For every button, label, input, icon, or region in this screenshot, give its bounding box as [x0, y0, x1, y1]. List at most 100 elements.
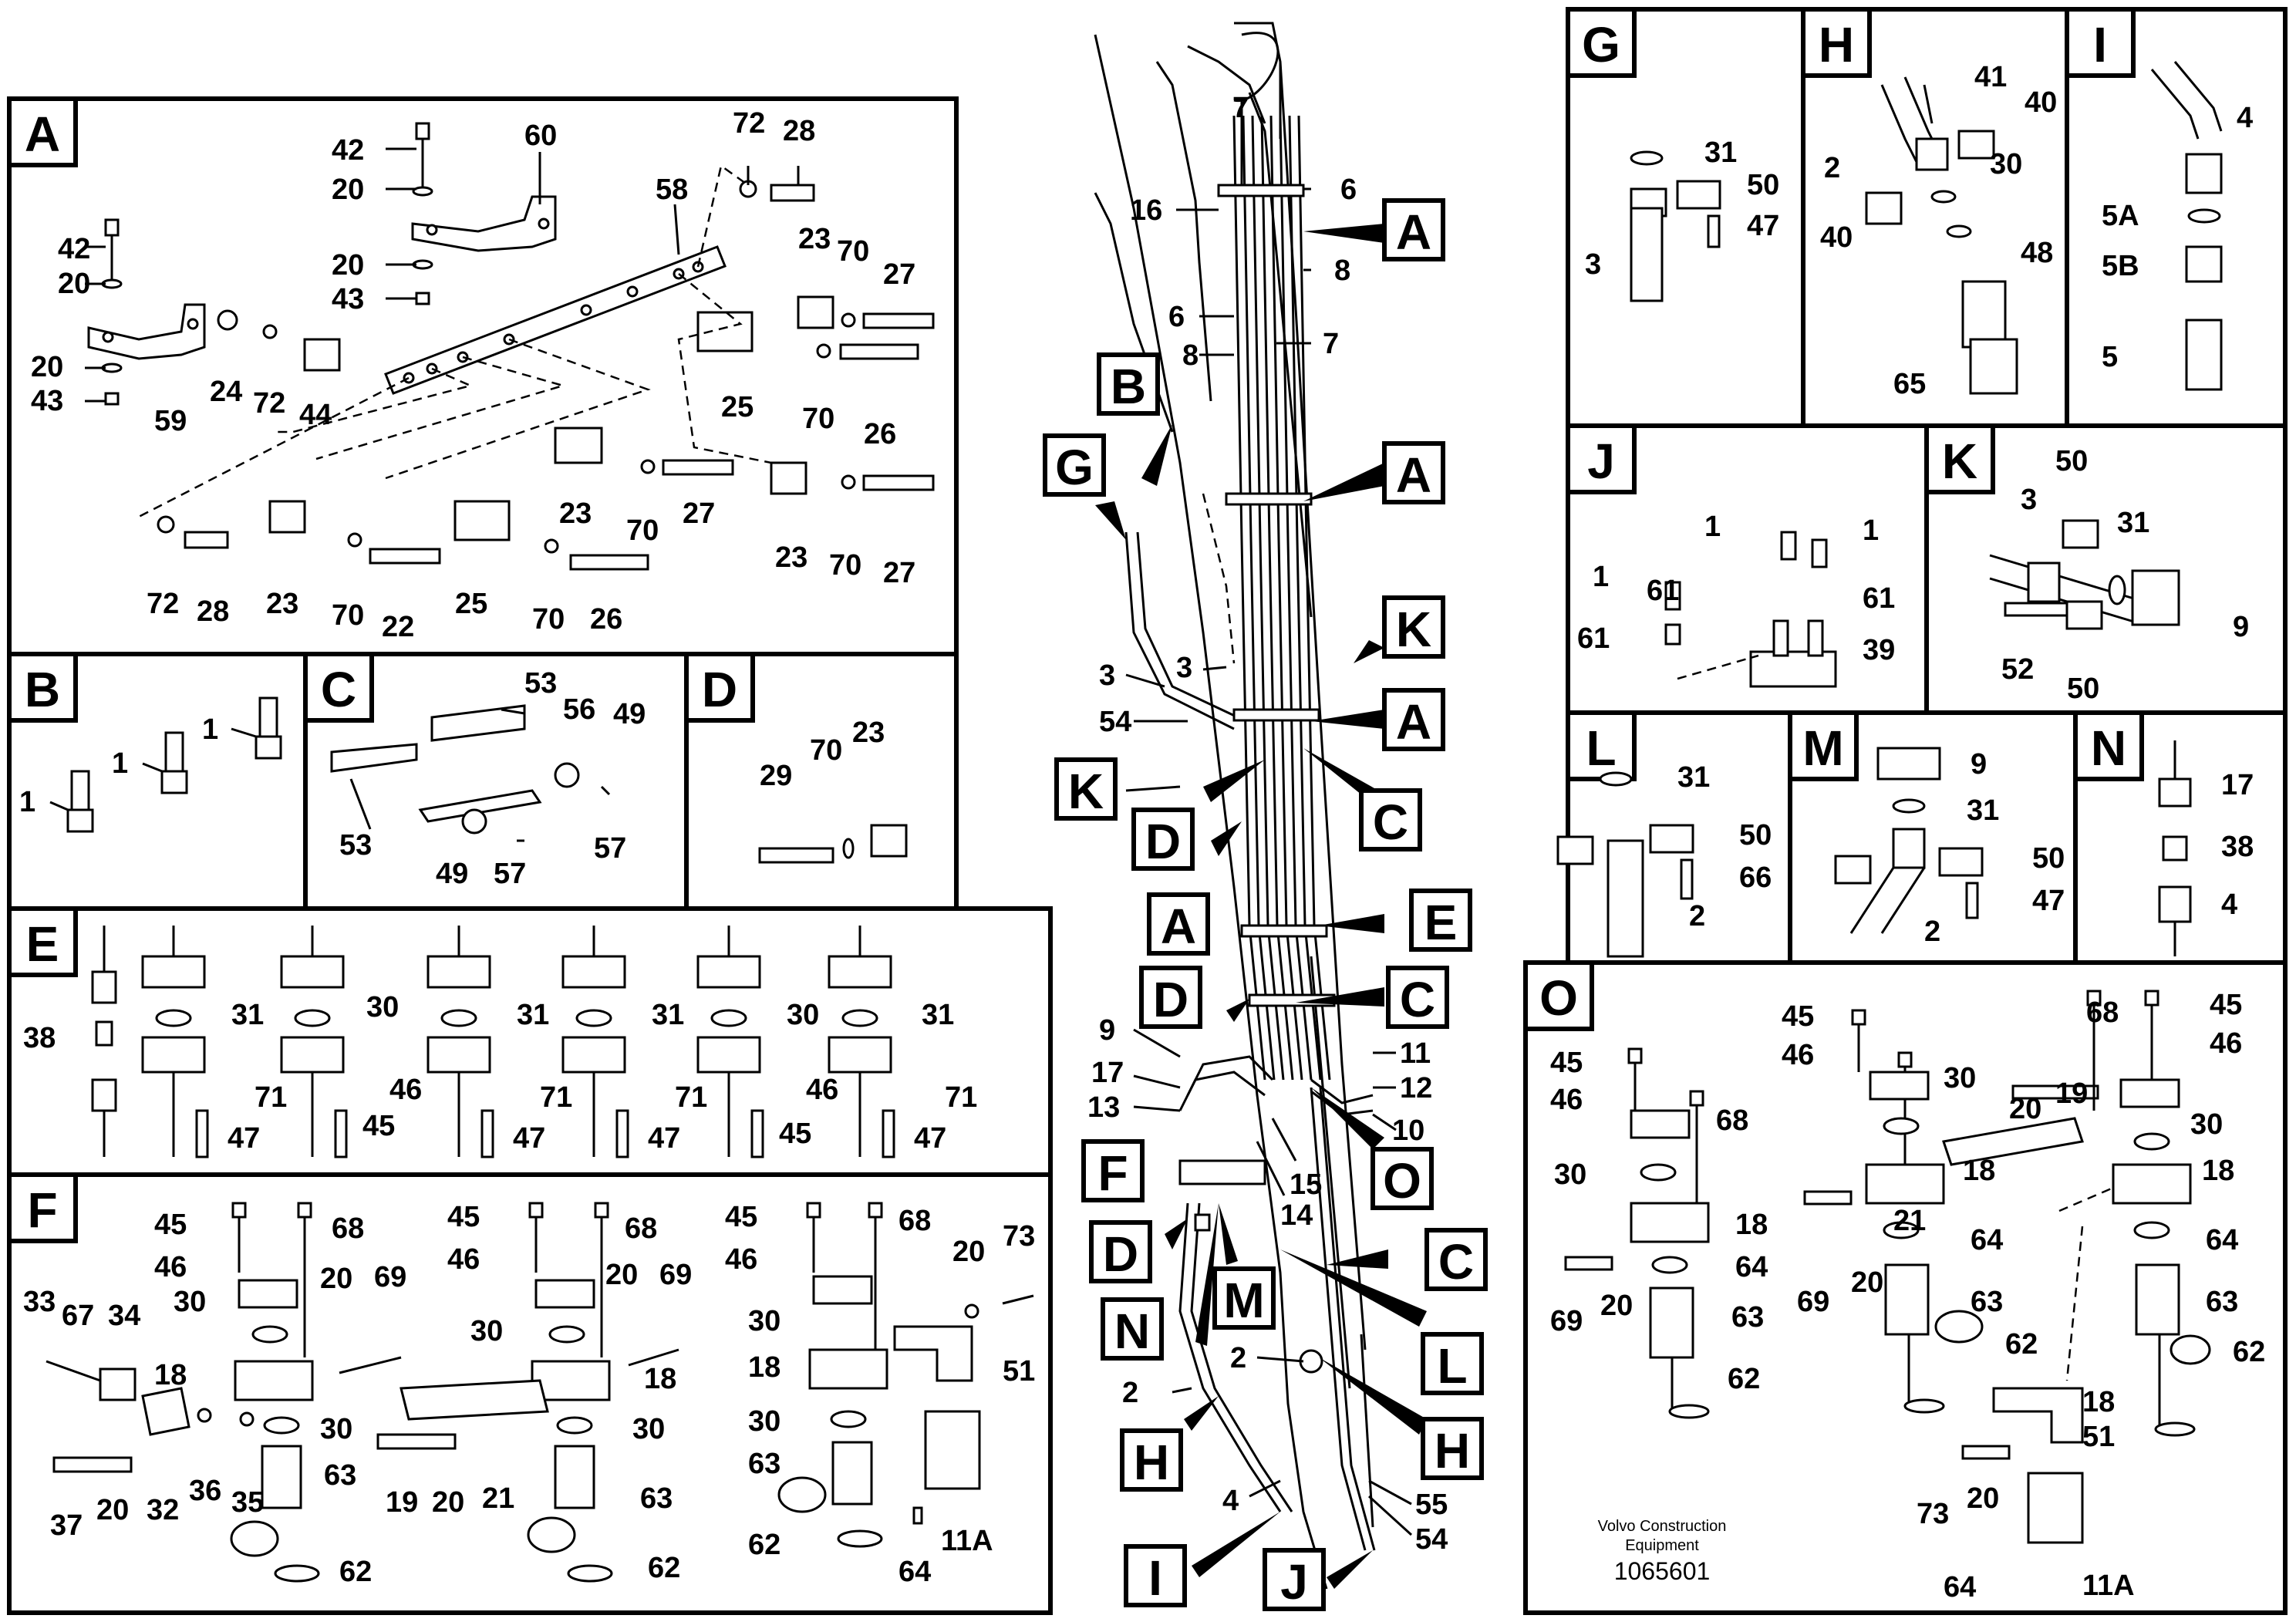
svg-text:17: 17: [1091, 1057, 1124, 1089]
svg-text:68: 68: [625, 1212, 657, 1245]
svg-text:40: 40: [1820, 221, 1853, 254]
svg-text:20: 20: [952, 1236, 985, 1268]
svg-text:53: 53: [339, 829, 372, 862]
svg-text:68: 68: [332, 1212, 364, 1245]
svg-text:30: 30: [632, 1413, 665, 1445]
panel-e-drawing: [91, 926, 895, 1158]
svg-text:63: 63: [640, 1482, 673, 1515]
svg-text:48: 48: [2021, 237, 2053, 269]
svg-text:64: 64: [899, 1556, 931, 1588]
part-labels-bcd: 1 1 1 53 56 49 53 49 57 57 29 70 23: [19, 667, 885, 890]
svg-text:54: 54: [1415, 1523, 1448, 1556]
svg-text:31: 31: [922, 999, 954, 1031]
svg-text:69: 69: [659, 1259, 692, 1291]
svg-text:70: 70: [810, 734, 842, 767]
svg-text:71: 71: [540, 1081, 572, 1114]
svg-text:18: 18: [1963, 1155, 1995, 1187]
section-g-label: G: [1582, 17, 1620, 73]
svg-text:25: 25: [721, 391, 754, 423]
svg-text:31: 31: [517, 999, 549, 1031]
svg-text:20: 20: [96, 1494, 129, 1526]
svg-text:19: 19: [2055, 1077, 2088, 1110]
svg-text:32: 32: [147, 1494, 179, 1526]
callout-l: L: [1437, 1338, 1467, 1394]
svg-text:46: 46: [447, 1243, 480, 1276]
svg-text:46: 46: [2210, 1027, 2242, 1060]
section-a-label: A: [25, 106, 60, 162]
svg-text:34: 34: [108, 1300, 140, 1332]
svg-text:30: 30: [1944, 1062, 1976, 1094]
svg-text:41: 41: [1974, 61, 2007, 93]
svg-text:5A: 5A: [2102, 200, 2139, 232]
svg-text:64: 64: [1971, 1224, 2003, 1256]
callout-k-1: K: [1396, 602, 1431, 657]
section-i-label: I: [2093, 17, 2107, 73]
svg-text:70: 70: [802, 403, 834, 435]
svg-text:31: 31: [231, 999, 264, 1031]
svg-text:18: 18: [2202, 1155, 2234, 1187]
svg-text:59: 59: [154, 405, 187, 437]
svg-text:62: 62: [748, 1529, 781, 1561]
svg-text:60: 60: [524, 120, 557, 152]
svg-text:47: 47: [914, 1122, 946, 1155]
svg-text:1: 1: [112, 747, 128, 780]
svg-text:64: 64: [1735, 1251, 1768, 1283]
svg-text:69: 69: [1797, 1286, 1829, 1318]
svg-text:49: 49: [436, 858, 468, 890]
svg-text:30: 30: [1990, 148, 2022, 180]
part-labels-f: 45 68 45 68 45 68 73 46 46 46 20 20 20 6…: [23, 1201, 1035, 1588]
callout-a-4: A: [1161, 899, 1196, 954]
svg-text:31: 31: [2117, 507, 2149, 539]
part-labels-gn: 31 50 47 3 41 40 2 30 40 48 65 4 5A 5B 5…: [1577, 61, 2254, 948]
callout-n: N: [1114, 1303, 1150, 1359]
svg-text:18: 18: [644, 1363, 676, 1395]
svg-text:46: 46: [1782, 1039, 1814, 1071]
main-boom-assembly: [1094, 22, 1413, 1590]
callout-b: B: [1111, 359, 1146, 414]
svg-text:31: 31: [1967, 794, 1999, 827]
part-labels-main: 7 6 16 8 6 8 7 3 3 54 9 17 13 11 12 10 1…: [1087, 92, 1448, 1556]
svg-text:6: 6: [1340, 174, 1357, 206]
svg-text:11A: 11A: [941, 1525, 993, 1557]
section-k-label: K: [1942, 433, 1977, 489]
svg-text:38: 38: [23, 1022, 56, 1054]
svg-text:18: 18: [154, 1359, 187, 1391]
svg-text:43: 43: [31, 385, 63, 417]
svg-text:47: 47: [2032, 885, 2065, 917]
svg-text:46: 46: [725, 1243, 757, 1276]
section-h-label: H: [1819, 17, 1854, 73]
svg-text:1: 1: [1593, 561, 1609, 593]
svg-text:28: 28: [783, 115, 815, 147]
section-f-label: F: [27, 1182, 57, 1238]
svg-text:26: 26: [864, 418, 896, 450]
svg-text:61: 61: [1577, 622, 1610, 655]
callout-g: G: [1055, 440, 1094, 495]
svg-text:6: 6: [1168, 301, 1185, 333]
svg-text:71: 71: [675, 1081, 707, 1114]
svg-text:2: 2: [1122, 1377, 1138, 1409]
svg-text:13: 13: [1087, 1091, 1120, 1124]
svg-text:44: 44: [299, 399, 332, 431]
callout-a-3: A: [1396, 694, 1431, 750]
svg-text:45: 45: [362, 1110, 395, 1142]
svg-text:1: 1: [202, 713, 218, 746]
svg-text:3: 3: [1176, 652, 1192, 684]
svg-text:19: 19: [386, 1486, 418, 1519]
panel-o-drawing: [1564, 990, 2211, 1544]
svg-text:70: 70: [837, 235, 869, 268]
svg-text:5: 5: [2102, 341, 2118, 373]
svg-text:62: 62: [2233, 1336, 2265, 1368]
svg-text:20: 20: [1851, 1266, 1883, 1299]
svg-text:3: 3: [2021, 484, 2037, 516]
section-b-label: B: [25, 662, 60, 717]
company-name: Volvo Construction: [1598, 1518, 1727, 1535]
panel-a-drawing: [85, 122, 935, 571]
svg-text:26: 26: [590, 603, 622, 636]
svg-text:40: 40: [2025, 86, 2057, 119]
svg-text:4: 4: [2237, 102, 2253, 134]
svg-text:54: 54: [1099, 706, 1131, 738]
svg-text:49: 49: [613, 698, 646, 730]
svg-text:71: 71: [255, 1081, 287, 1114]
svg-text:70: 70: [532, 603, 565, 636]
svg-text:20: 20: [605, 1259, 638, 1291]
